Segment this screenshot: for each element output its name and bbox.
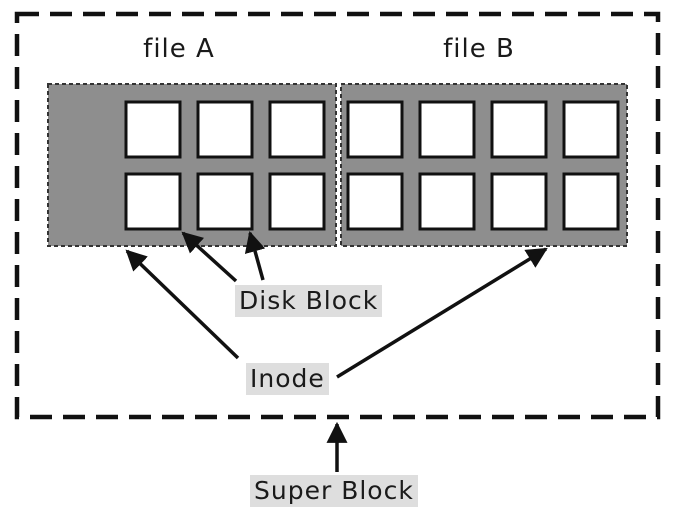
disk-block (346, 100, 404, 159)
disk-block (418, 100, 476, 159)
disk-block (346, 172, 404, 231)
disk-block (490, 172, 548, 231)
disk-block (124, 172, 182, 231)
disk-block-label: Disk Block (235, 285, 383, 317)
inode-arrow-file-a (125, 249, 240, 360)
super-block-border (14, 11, 661, 420)
disk-block (562, 172, 620, 231)
disk-block-arrow-1 (181, 231, 238, 283)
disk-block (196, 172, 254, 231)
file-b-disk-blocks (346, 100, 620, 231)
disk-block (196, 100, 254, 159)
file-a-title: file A (143, 34, 215, 64)
disk-block (418, 172, 476, 231)
file-a-disk-blocks (124, 100, 326, 231)
disk-block-arrow-2 (244, 230, 266, 281)
disk-block (124, 100, 182, 159)
super-block-label: Super Block (250, 475, 418, 507)
disk-block (268, 100, 326, 159)
disk-block (490, 100, 548, 159)
disk-block (562, 100, 620, 159)
disk-block (268, 172, 326, 231)
file-b-title: file B (443, 34, 515, 64)
inode-arrow-file-b (336, 247, 548, 379)
inode-label: Inode (246, 363, 329, 395)
